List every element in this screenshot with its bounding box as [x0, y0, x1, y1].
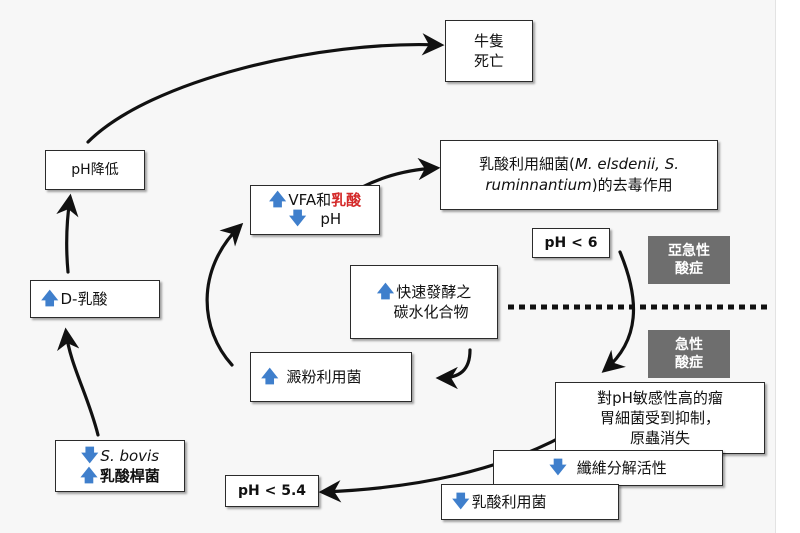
node-ph-lt-6: pH < 6 [532, 228, 610, 258]
tag-subacute-line1: 亞急性 [668, 243, 710, 259]
node-detox-row2: ruminnantium )的去毒作用 [485, 175, 672, 196]
up-arrow-icon: 🡅 [80, 466, 98, 486]
node-ph-drop: pH降低 [45, 150, 145, 190]
node-carbs-line2: 碳水化合物 [393, 303, 469, 321]
node-ph-lt-5-4: pH < 5.4 [225, 475, 319, 507]
arrow-phdrop-to-death [86, 33, 445, 144]
tag-subacute-line2: 酸症 [675, 261, 703, 277]
node-detox-text-b: )的去毒作用 [591, 176, 673, 194]
node-s-bovis-row2: 🡅 乳酸桿菌 [80, 466, 160, 486]
arrow-ph6-to-inhibited [601, 250, 636, 373]
node-ph-drop-label: pH降低 [71, 162, 119, 178]
node-ph-sensitive-inhibited: 對pH敏感性高的瘤 胃細菌受到抑制， 原蟲消失 [555, 382, 765, 454]
arrow-inhibited-to-ph54 [318, 433, 567, 503]
node-cattle-death-line1: 牛隻 [473, 32, 504, 50]
up-arrow-icon: 🡅 [376, 282, 395, 302]
node-detox-text-a: 乳酸利用細菌( [479, 155, 575, 173]
node-cattle-death: 牛隻 死亡 [445, 20, 533, 82]
node-lactate-label: 乳酸利用菌 [471, 493, 547, 511]
node-starch-utilizers: 🡅 澱粉利用菌 [250, 352, 412, 402]
node-d-lactic-label: D-乳酸 [60, 290, 108, 308]
node-vfa-lactic: 🡅 VFA和 乳酸 🡇 pH [250, 185, 380, 235]
node-lactate-utilizers-detox: 乳酸利用細菌( M. elsdenii, S. ruminnantium )的去… [440, 140, 718, 210]
node-s-bovis: 🡇 S. bovis 🡅 乳酸桿菌 [55, 440, 185, 492]
node-carbs-row1: 🡅 快速發酵之 [377, 282, 472, 302]
node-s-bovis-species: S. bovis [100, 447, 160, 465]
node-vfa-lactic-row2: 🡇 pH [289, 210, 341, 229]
node-s-bovis-row1: 🡇 S. bovis [81, 446, 159, 466]
down-arrow-icon: 🡇 [80, 446, 99, 466]
node-detox-species-a: M. elsdenii, S. [574, 155, 679, 173]
node-detox-species-b: ruminnantium [485, 176, 592, 194]
node-starch-row: 🡅 澱粉利用菌 [261, 367, 362, 387]
node-vfa-prefix: VFA和 [288, 191, 332, 209]
arrow-starch-to-vfa [205, 222, 244, 367]
node-lactate-utilizers: 🡇 乳酸利用菌 [441, 484, 619, 520]
node-starch-label: 澱粉利用菌 [286, 368, 362, 386]
arrow-dlactic-to-phdrop [56, 193, 79, 274]
node-cattle-death-line2: 死亡 [473, 52, 504, 70]
node-inhibited-line1: 對pH敏感性高的瘤 [597, 389, 723, 407]
node-vfa-highlight: 乳酸 [331, 191, 362, 209]
node-fiber-digestion: 🡇 纖維分解活性 [493, 450, 723, 486]
node-inhibited-line2: 胃細菌受到抑制， [599, 409, 720, 427]
node-carbs-line1: 快速發酵之 [396, 283, 472, 301]
node-lactate-row: 🡇 乳酸利用菌 [452, 492, 547, 512]
node-s-bovis-label: 乳酸桿菌 [99, 467, 160, 485]
node-fiber-row: 🡇 纖維分解活性 [549, 458, 667, 478]
up-arrow-icon: 🡅 [261, 367, 279, 387]
node-vfa-ph: pH [320, 210, 342, 228]
node-d-lactic: 🡅 D-乳酸 [30, 280, 160, 318]
down-arrow-icon: 🡇 [452, 492, 470, 512]
up-arrow-icon: 🡅 [268, 190, 287, 210]
node-ph-lt-6-label: pH < 6 [544, 235, 598, 251]
tag-acute-line2: 酸症 [675, 355, 703, 371]
node-ph-lt-5-4-label: pH < 5.4 [237, 483, 307, 499]
arrow-sbovis-to-dlactic [57, 327, 100, 437]
tag-acute-acidosis: 急性 酸症 [648, 330, 730, 378]
node-detox-row1: 乳酸利用細菌( M. elsdenii, S. [479, 154, 679, 175]
node-vfa-lactic-row1: 🡅 VFA和 乳酸 [269, 191, 361, 210]
tag-acute-line1: 急性 [675, 337, 703, 353]
node-d-lactic-row: 🡅 D-乳酸 [41, 289, 107, 309]
up-arrow-icon: 🡅 [41, 289, 59, 309]
node-fast-fermentable-carbs: 🡅 快速發酵之 碳水化合物 [350, 265, 498, 339]
arrow-carbs-to-starch [435, 348, 472, 390]
node-inhibited-line3: 原蟲消失 [629, 429, 690, 447]
node-fiber-label: 纖維分解活性 [576, 459, 667, 477]
tag-subacute-acidosis: 亞急性 酸症 [648, 236, 730, 284]
down-arrow-icon: 🡇 [549, 458, 567, 478]
down-arrow-icon: 🡇 [288, 209, 307, 229]
